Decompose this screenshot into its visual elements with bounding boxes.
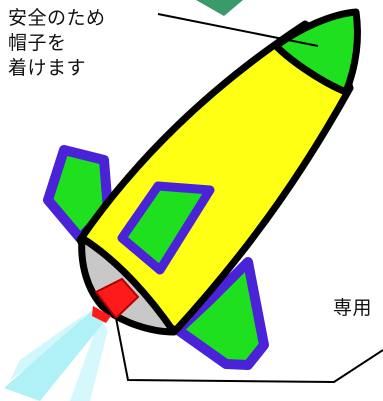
- helmet-label: 安全のため 帽子を 着けます: [8, 6, 106, 81]
- fin-front: [117, 181, 215, 275]
- nozzle: [92, 277, 140, 323]
- helmet-label-line-3: 着けます: [8, 57, 87, 79]
- nose-cone: [272, 8, 361, 96]
- fin-lower-right: [173, 257, 269, 370]
- exhaust-plume: [4, 306, 108, 401]
- leader-line-helmet: [157, 13, 319, 47]
- leader-line-nozzle: [115, 317, 383, 384]
- nozzle-label: 専用: [333, 297, 373, 319]
- helmet-label-line-1: 安全のため: [8, 7, 106, 29]
- helmet-label-line-2: 帽子を: [8, 32, 67, 54]
- top-flame: [196, 0, 243, 16]
